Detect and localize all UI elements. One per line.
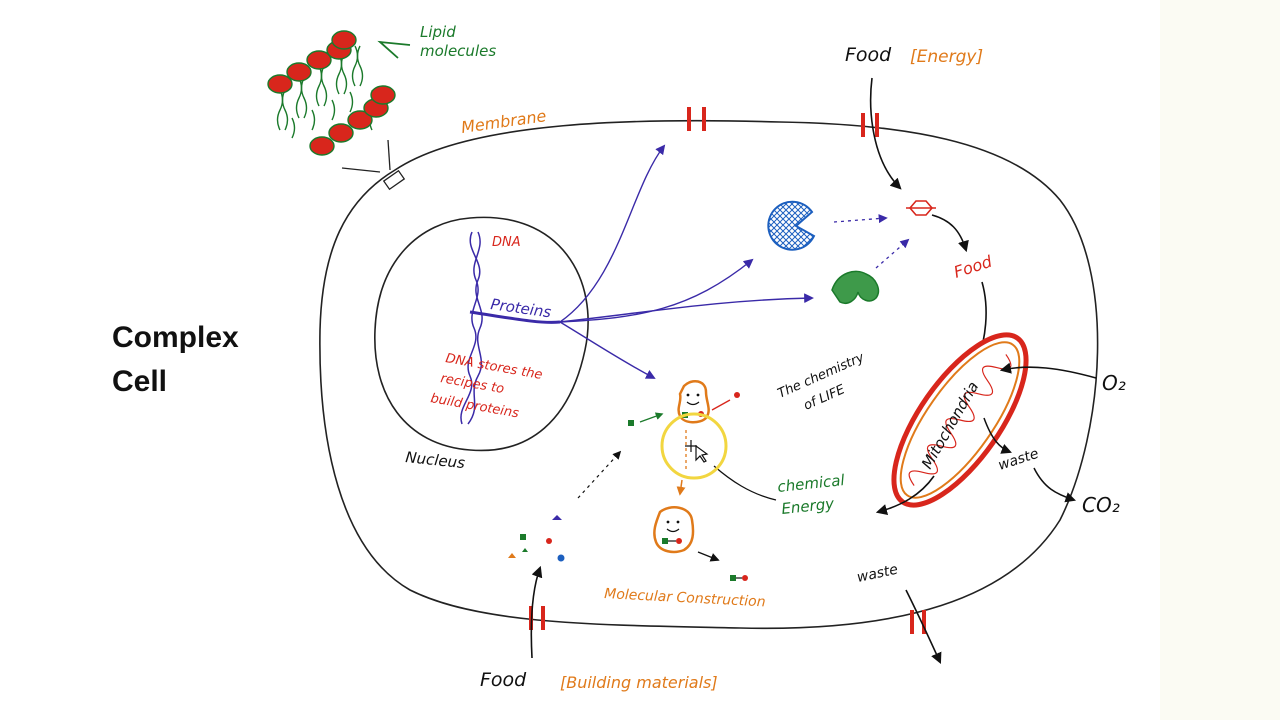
slide-title-line1: Complex [112, 321, 239, 354]
green-enzyme-icon [831, 270, 880, 304]
molecular-construction-label: Molecular Construction [604, 586, 766, 610]
membrane-channel-bottom-2 [910, 610, 926, 634]
right-margin [1160, 0, 1280, 720]
cursor-highlight [660, 412, 728, 480]
membrane-label: Membrane [460, 106, 548, 137]
lipid-bilayer [267, 30, 396, 156]
chemical-energy-line2: Energy [781, 494, 836, 518]
membrane-channel-top-2 [861, 113, 879, 137]
co2-label: CO₂ [1082, 493, 1120, 517]
oxygen-arrow [999, 362, 1097, 379]
builder-protein-bottom [653, 506, 695, 554]
energy-bracket-label: [Energy] [910, 47, 983, 67]
slide-title: Complex Cell [112, 316, 239, 404]
building-materials-label: [Building materials] [560, 673, 718, 692]
protein-arrow-enzyme-green [559, 293, 814, 323]
blue-enzyme-icon [767, 200, 816, 251]
nucleus [374, 216, 589, 452]
food-bottom-label: Food [480, 669, 527, 691]
membrane-channel-top-1 [687, 107, 706, 131]
food-molecule-icon [906, 200, 936, 216]
energy-out-arrow [875, 475, 935, 516]
move-cursor-icon [685, 440, 709, 463]
building-blocks [508, 515, 565, 562]
dna-label: DNA [492, 235, 521, 250]
waste-bottom-label: waste [856, 562, 900, 586]
nucleus-label: Nucleus [405, 448, 466, 472]
food-bottom-arrow [530, 565, 543, 659]
protein-arrow-builder [559, 321, 656, 379]
lipid-label-line2: molecules [420, 42, 496, 60]
protein-arrow-enzyme-blue [559, 258, 754, 323]
protein-arrow-membrane [559, 144, 666, 323]
chemical-energy-line1: chemical [777, 471, 847, 496]
food-in-arrow [869, 77, 902, 190]
lipid-label-line1: Lipid [420, 23, 456, 41]
o2-label: O₂ [1102, 371, 1126, 395]
lipid-pointer-arrow [377, 40, 411, 59]
food-inner-label: Food [951, 251, 995, 281]
cell-membrane [319, 119, 1099, 630]
dna-helix [460, 231, 483, 425]
slide-title-line2: Cell [112, 365, 168, 398]
food-top-label: Food [845, 44, 892, 66]
membrane-section-box [382, 169, 406, 191]
waste-out-arrow [905, 589, 942, 665]
